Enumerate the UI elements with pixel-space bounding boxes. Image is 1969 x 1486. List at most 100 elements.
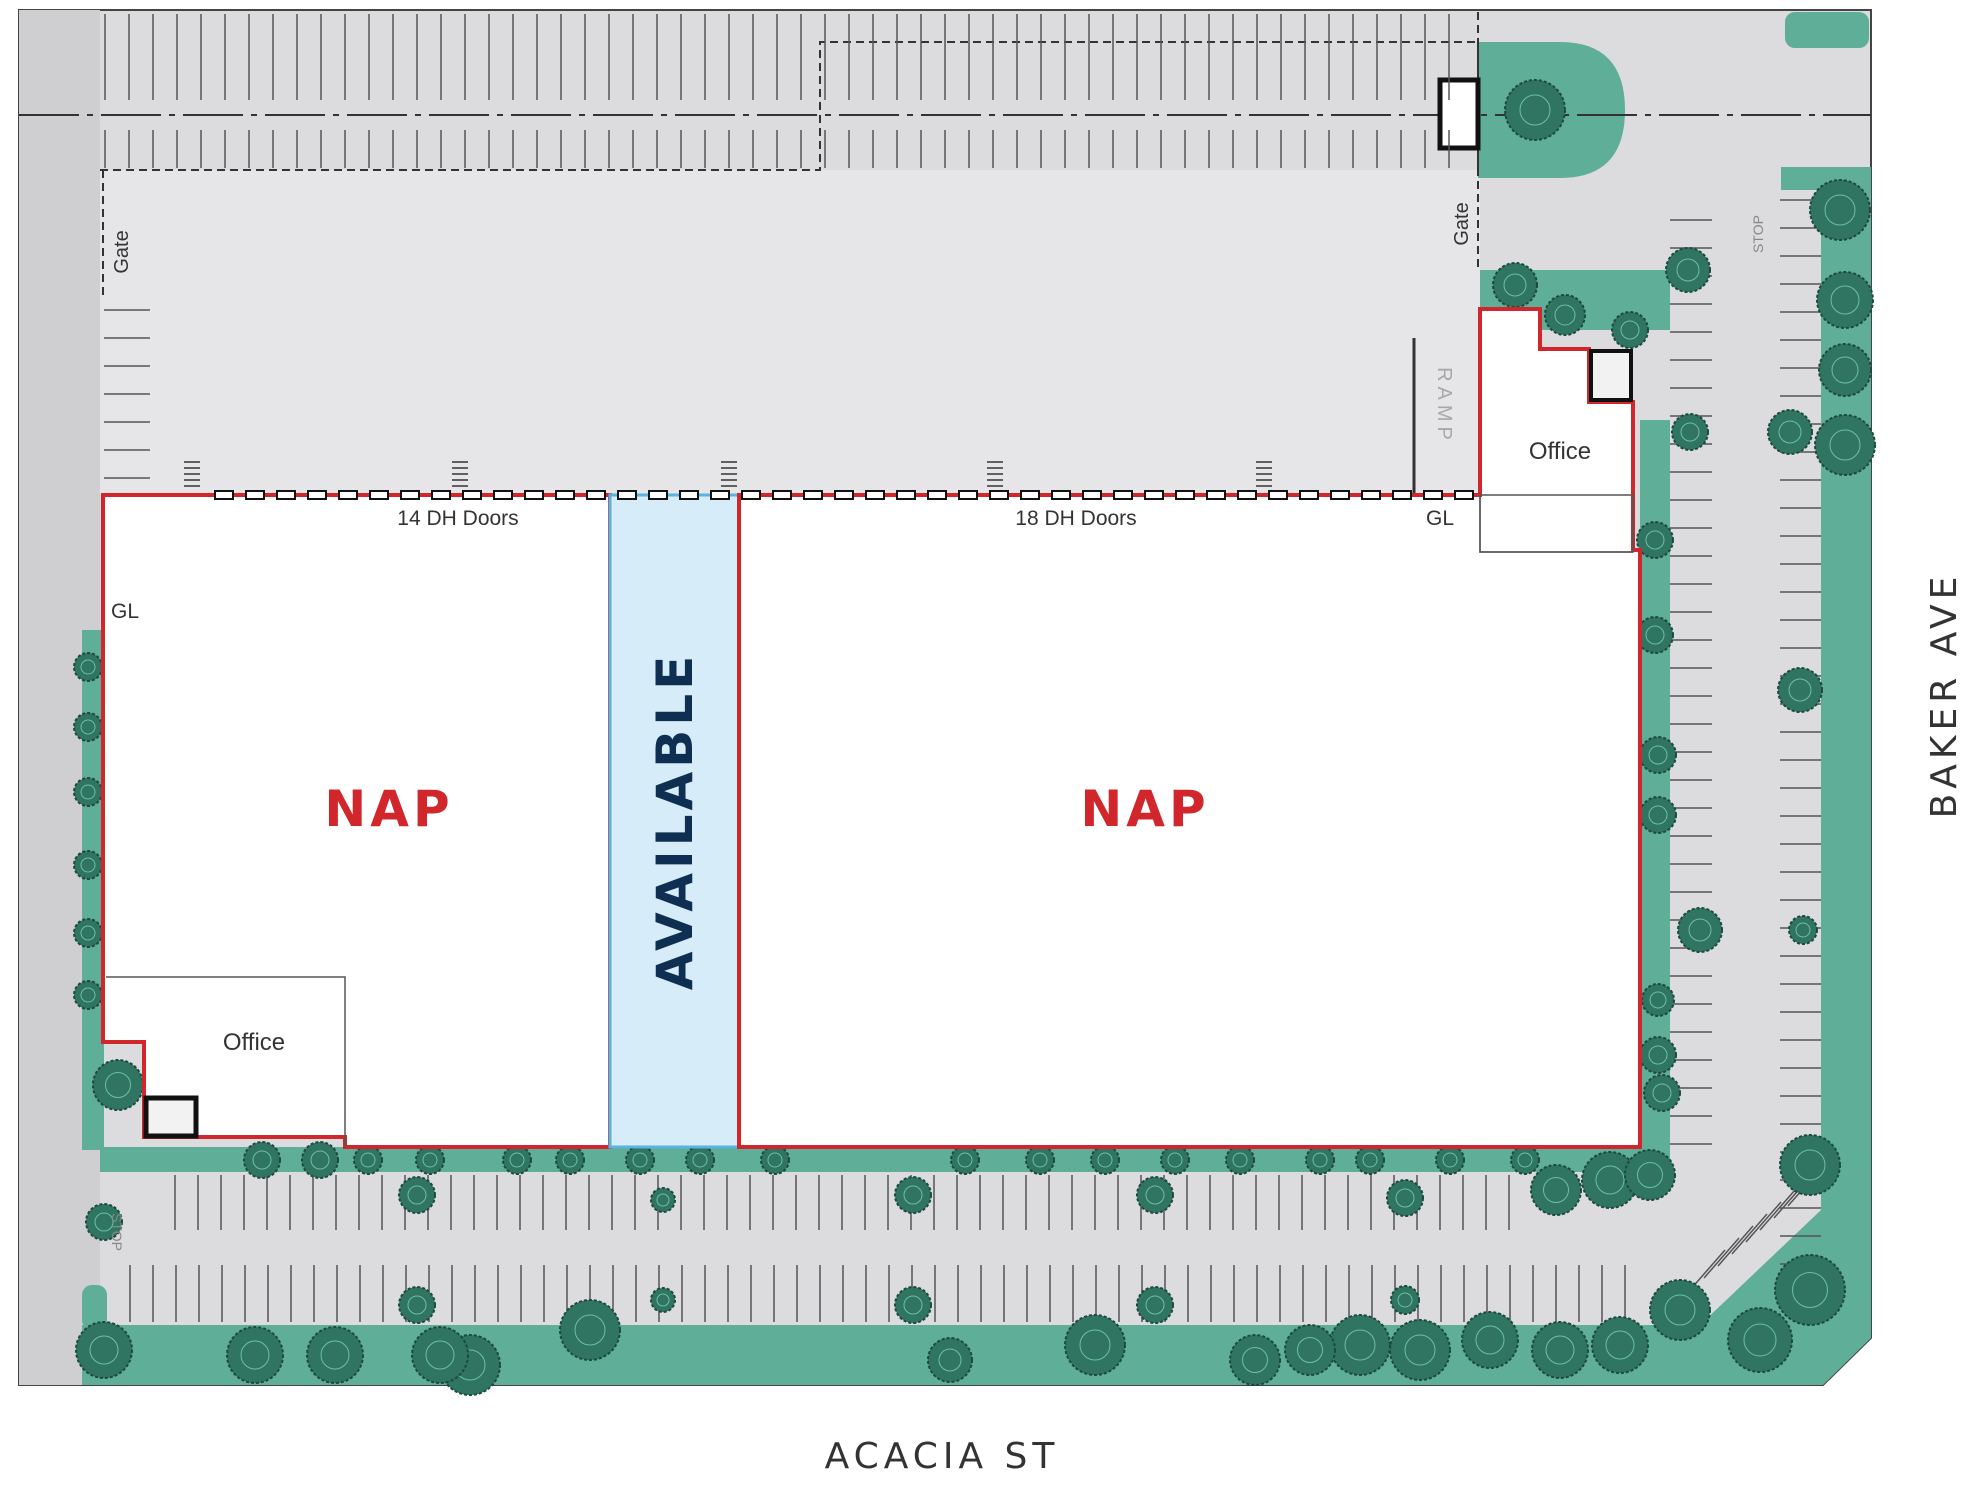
- tree-icon-detail: [240, 1340, 270, 1370]
- tree-icon-detail: [94, 1212, 114, 1232]
- tree-icon-detail: [1232, 1152, 1248, 1168]
- tree-icon: [1389, 1319, 1451, 1381]
- tree-icon: [1531, 1321, 1589, 1379]
- tree-icon-detail: [562, 1152, 578, 1168]
- parking-stall-line: [1759, 1189, 1796, 1231]
- tree-icon: [92, 1059, 144, 1111]
- tree-icon: [1727, 1307, 1793, 1373]
- tree-icon-detail: [1795, 922, 1811, 938]
- tree-icon: [1767, 409, 1813, 455]
- nap-left-label[interactable]: NAP: [324, 780, 453, 838]
- tree-icon: [685, 1145, 715, 1175]
- tree-icon-detail: [80, 719, 96, 735]
- office-left-outline: [106, 976, 346, 1147]
- tree-icon-detail: [1664, 1294, 1696, 1326]
- tree-icon: [894, 1286, 932, 1324]
- tree-icon-detail: [1362, 1152, 1378, 1168]
- nap-right-label[interactable]: NAP: [1080, 780, 1209, 838]
- dock-door: [648, 490, 668, 500]
- tree-icon-detail: [1652, 1083, 1672, 1103]
- northeast-corner-planter: [1785, 12, 1869, 48]
- tree-icon: [1814, 414, 1876, 476]
- office-right-outline: [1479, 495, 1633, 553]
- grade-level-left-label: GL: [111, 600, 139, 623]
- tree-icon-detail: [656, 1293, 670, 1307]
- tree-icon-detail: [767, 1152, 783, 1168]
- tree-icon: [1774, 1254, 1846, 1326]
- tree-icon: [760, 1145, 790, 1175]
- tree-icon: [894, 1176, 932, 1214]
- tree-icon: [502, 1145, 532, 1175]
- tree-icon-detail: [1344, 1329, 1376, 1361]
- tree-icon: [1355, 1145, 1385, 1175]
- ramp-label: RAMP: [1433, 367, 1455, 445]
- tree-icon-detail: [1649, 991, 1667, 1009]
- tree-icon-detail: [1442, 1152, 1458, 1168]
- tree-icon: [1809, 179, 1871, 241]
- tree-icon-detail: [1829, 429, 1861, 461]
- tree-icon-detail: [1743, 1323, 1777, 1357]
- tree-icon: [1779, 1134, 1841, 1196]
- available-label[interactable]: AVAILABLE: [646, 652, 704, 991]
- tree-icon-detail: [1242, 1347, 1268, 1373]
- tree-icon: [398, 1286, 436, 1324]
- tree-icon: [243, 1141, 281, 1179]
- tree-icon-detail: [1145, 1185, 1165, 1205]
- dock-door: [1082, 490, 1102, 500]
- tree-icon: [1136, 1176, 1174, 1214]
- tree-icon: [927, 1337, 973, 1383]
- tree-icon: [301, 1141, 339, 1179]
- dock-door: [896, 490, 916, 500]
- tree-icon-detail: [1543, 1177, 1569, 1203]
- tree-icon-detail: [407, 1185, 427, 1205]
- tree-icon: [1816, 271, 1874, 329]
- tree-icon-detail: [310, 1150, 330, 1170]
- dock-door: [1113, 490, 1133, 500]
- tree-icon-detail: [938, 1348, 962, 1372]
- tree-icon-detail: [1648, 1045, 1668, 1065]
- tree-icon: [73, 652, 103, 682]
- office-right-entry: [1589, 349, 1633, 402]
- tree-icon-detail: [1545, 1335, 1575, 1365]
- tree-icon-detail: [903, 1185, 923, 1205]
- tree-icon-detail: [1645, 625, 1665, 645]
- tree-icon-detail: [1519, 94, 1551, 126]
- tree-icon: [950, 1145, 980, 1175]
- building-west-landscape: [82, 630, 104, 1150]
- tree-icon-detail: [1676, 258, 1700, 282]
- tree-icon: [1386, 1179, 1424, 1217]
- doors-right-label: 18 DH Doors: [1015, 507, 1136, 530]
- dock-doors: [184, 461, 1474, 500]
- dock-door: [431, 490, 451, 500]
- tree-icon-detail: [1554, 304, 1576, 326]
- tree-icon: [73, 918, 103, 948]
- tree-icon-detail: [89, 1335, 119, 1365]
- dock-door: [989, 490, 1009, 500]
- tree-icon-detail: [1032, 1152, 1048, 1168]
- dock-door: [1051, 490, 1071, 500]
- dock-door: [803, 490, 823, 500]
- tree-icon-detail: [105, 1072, 131, 1098]
- available-suite[interactable]: [608, 493, 741, 1149]
- tree-icon-detail: [1680, 422, 1700, 442]
- tree-icon: [1624, 1149, 1676, 1201]
- dock-door: [400, 490, 420, 500]
- parking-stall-line: [1717, 1225, 1754, 1267]
- dock-door: [245, 490, 265, 500]
- dock-door: [617, 490, 637, 500]
- tree-icon: [73, 850, 103, 880]
- tree-icon-detail: [425, 1340, 455, 1370]
- tree-icon-detail: [320, 1340, 350, 1370]
- doors-left-label: 14 DH Doors: [397, 507, 518, 530]
- tree-icon-detail: [1645, 530, 1665, 550]
- tree-icon-detail: [80, 784, 96, 800]
- parking-stall-line: [1731, 1213, 1768, 1255]
- tree-icon-detail: [957, 1152, 973, 1168]
- tree-icon: [650, 1287, 676, 1313]
- tree-icon: [1435, 1145, 1465, 1175]
- baker-ave-label: BAKER AVE: [1924, 572, 1965, 819]
- tree-icon: [1777, 667, 1823, 713]
- tree-icon: [1064, 1314, 1126, 1376]
- tree-icon-detail: [80, 659, 96, 675]
- tree-icon-detail: [1648, 745, 1668, 765]
